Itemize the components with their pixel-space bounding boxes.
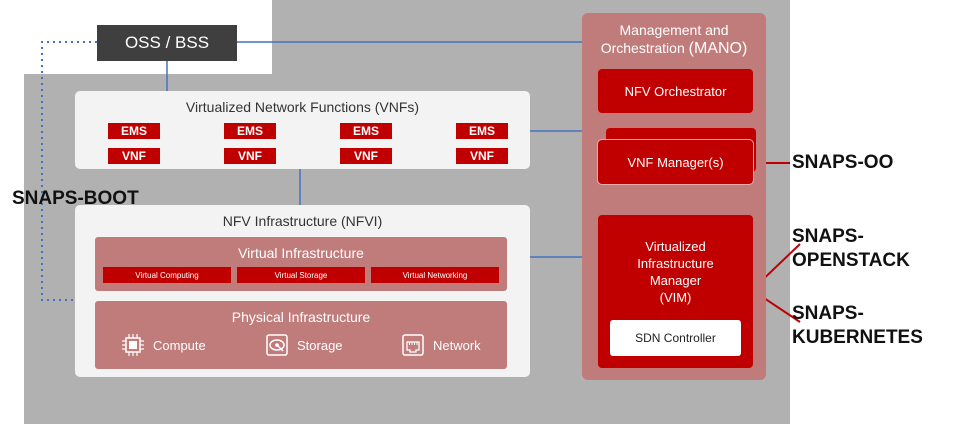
compute-item[interactable]: Compute: [121, 333, 206, 357]
ems-box[interactable]: EMS: [456, 123, 508, 139]
snaps-oo-tag: SNAPS-OO: [792, 152, 894, 173]
ems-box[interactable]: EMS: [108, 123, 160, 139]
network-item[interactable]: Network: [401, 333, 481, 357]
physical-infrastructure-title: Physical Infrastructure: [231, 309, 371, 325]
nfvi-title: NFV Infrastructure (NFVI): [222, 213, 383, 229]
snaps-kubernetes-line2: KUBERNETES: [792, 327, 923, 348]
vim-line3: Manager: [649, 273, 702, 288]
sdn-controller-label: SDN Controller: [635, 331, 716, 345]
storage-item[interactable]: Storage: [265, 333, 343, 357]
snaps-kubernetes-tag: SNAPS- KUBERNETES: [792, 302, 923, 350]
nfv-orchestrator-label: NFV Orchestrator: [624, 83, 727, 99]
snaps-openstack-line1: SNAPS-: [792, 226, 864, 247]
ems-box[interactable]: EMS: [340, 123, 392, 139]
network-port-icon: [402, 334, 424, 356]
oss-bss-label: OSS / BSS: [124, 33, 210, 52]
snaps-openstack-line2: OPENSTACK: [792, 250, 910, 271]
snaps-openstack-tag: SNAPS- OPENSTACK: [792, 225, 910, 273]
snaps-kubernetes-line1: SNAPS-: [792, 303, 864, 324]
virtual-infrastructure-panel[interactable]: Virtual Infrastructure Virtual Computing…: [95, 237, 507, 291]
storage-label: Storage: [297, 337, 343, 353]
vim-line4: (VIM): [659, 290, 692, 305]
sdn-controller-box[interactable]: SDN Controller: [610, 320, 741, 356]
nfvi-panel[interactable]: NFV Infrastructure (NFVI) Virtual Infras…: [75, 205, 530, 377]
virtual-computing-box[interactable]: Virtual Computing: [103, 267, 231, 283]
snaps-boot-tag: SNAPS-BOOT: [12, 188, 139, 209]
vnf-manager-label: VNF Manager(s): [627, 154, 724, 170]
virtual-infrastructure-title: Virtual Infrastructure: [238, 245, 364, 261]
oss-bss-box[interactable]: OSS / BSS: [97, 25, 237, 61]
virtual-networking-box[interactable]: Virtual Networking: [371, 267, 499, 283]
mano-title-line1: Management and: [619, 22, 729, 38]
physical-infrastructure-panel[interactable]: Physical Infrastructure Compute: [95, 301, 507, 369]
vim-box[interactable]: Virtualized Infrastructure Manager (VIM)…: [598, 215, 753, 368]
vim-line2: Infrastructure: [637, 256, 714, 271]
disk-icon: [266, 334, 288, 356]
compute-label: Compute: [153, 337, 206, 353]
vnfs-title: Virtualized Network Functions (VNFs): [185, 99, 420, 115]
chip-icon: [122, 334, 144, 356]
mano-title-abbrev: (MANO): [688, 40, 748, 57]
mano-title-orchestration: Orchestration: [600, 40, 685, 56]
mano-title-line2: Orchestration (MANO): [582, 40, 766, 58]
vnf-box[interactable]: VNF: [340, 148, 392, 164]
nfv-orchestrator-box[interactable]: NFV Orchestrator: [598, 69, 753, 113]
network-label: Network: [433, 337, 481, 353]
vnf-manager-box[interactable]: VNF Manager(s): [597, 139, 754, 185]
vnf-box[interactable]: VNF: [456, 148, 508, 164]
vnf-box[interactable]: VNF: [108, 148, 160, 164]
vnfs-panel[interactable]: Virtualized Network Functions (VNFs) EMS…: [75, 91, 530, 169]
virtual-storage-box[interactable]: Virtual Storage: [237, 267, 365, 283]
vnf-box[interactable]: VNF: [224, 148, 276, 164]
vim-line1: Virtualized: [645, 239, 706, 254]
ems-box[interactable]: EMS: [224, 123, 276, 139]
